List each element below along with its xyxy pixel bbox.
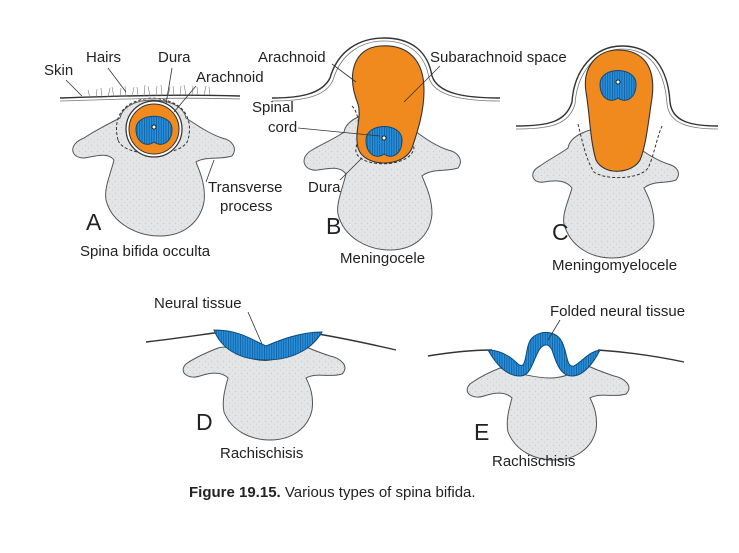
label-hairs: Hairs xyxy=(86,49,122,66)
label-arachnoid-a: Arachnoid xyxy=(196,69,264,86)
figure-caption: Figure 19.15. Various types of spina bif… xyxy=(189,484,476,501)
central-canal-b xyxy=(381,135,387,141)
spinal-cord-c xyxy=(599,70,637,101)
title-b: Meningocele xyxy=(340,250,426,267)
label-subarachnoid: Subarachnoid space xyxy=(430,49,567,66)
leader-dura-a xyxy=(165,67,173,105)
panel-e xyxy=(427,319,685,461)
neural-fold-e xyxy=(487,332,601,377)
figure-label: Figure 19.15. xyxy=(189,484,281,501)
panel-letter-e: E xyxy=(474,419,490,445)
skin-c-inner xyxy=(515,48,719,130)
label-transverse-1: Transverse xyxy=(208,179,283,196)
label-dura-a: Dura xyxy=(158,49,191,66)
label-dura-b: Dura xyxy=(308,179,341,196)
leader-folded-neural xyxy=(547,319,561,341)
title-e: Rachischisis xyxy=(492,453,576,470)
panel-b xyxy=(271,37,501,251)
leader-arachnoid-a xyxy=(173,85,197,113)
leader-hairs xyxy=(107,67,127,93)
epidural-line-c xyxy=(577,123,663,178)
label-spinal: Spinal xyxy=(252,99,294,116)
vertebra-e xyxy=(466,363,630,461)
spinal-cord-a xyxy=(135,115,173,145)
panel-letter-c: C xyxy=(552,219,569,245)
panel-letter-a: A xyxy=(86,209,102,235)
skin-a-inner xyxy=(59,97,241,102)
skin-b-inner xyxy=(271,40,501,102)
skin-d-right xyxy=(317,333,397,351)
label-skin: Skin xyxy=(44,62,74,79)
skin-b xyxy=(271,37,501,99)
label-folded-neural: Folded neural tissue xyxy=(550,303,686,320)
central-canal-a xyxy=(151,124,157,130)
label-cord: cord xyxy=(268,119,298,136)
label-neural-tissue: Neural tissue xyxy=(154,295,242,312)
title-d: Rachischisis xyxy=(220,445,304,462)
figure-caption-text: Various types of spina bifida. xyxy=(284,484,476,501)
leader-dura-b xyxy=(339,157,363,181)
panel-a xyxy=(59,67,241,237)
panel-d xyxy=(145,311,397,441)
panel-letter-b: B xyxy=(326,213,342,239)
meningomyelocele-sac xyxy=(584,49,654,172)
hairs xyxy=(87,84,211,99)
skin-e xyxy=(427,349,493,357)
title-a: Spina bifida occulta xyxy=(80,243,211,260)
neural-plate-d xyxy=(213,329,323,361)
leader-arachnoid-b xyxy=(331,63,357,83)
skin-c xyxy=(515,45,719,127)
leader-neural-tissue xyxy=(247,311,263,345)
leader-skin xyxy=(65,79,83,97)
leader-transverse xyxy=(205,159,215,183)
skin-e-right xyxy=(597,349,685,363)
vertebra-a xyxy=(72,99,235,237)
label-transverse-2: process xyxy=(220,198,273,215)
leader-spinal-cord xyxy=(297,127,381,137)
spinal-cord-b xyxy=(365,126,403,157)
panel-letter-d: D xyxy=(196,409,213,435)
leader-subarachnoid xyxy=(403,65,441,103)
panel-c xyxy=(515,45,719,259)
label-arachnoid-b: Arachnoid xyxy=(258,49,326,66)
skin-d xyxy=(145,331,223,343)
central-canal-c xyxy=(615,79,621,85)
title-c: Meningomyelocele xyxy=(552,257,678,274)
